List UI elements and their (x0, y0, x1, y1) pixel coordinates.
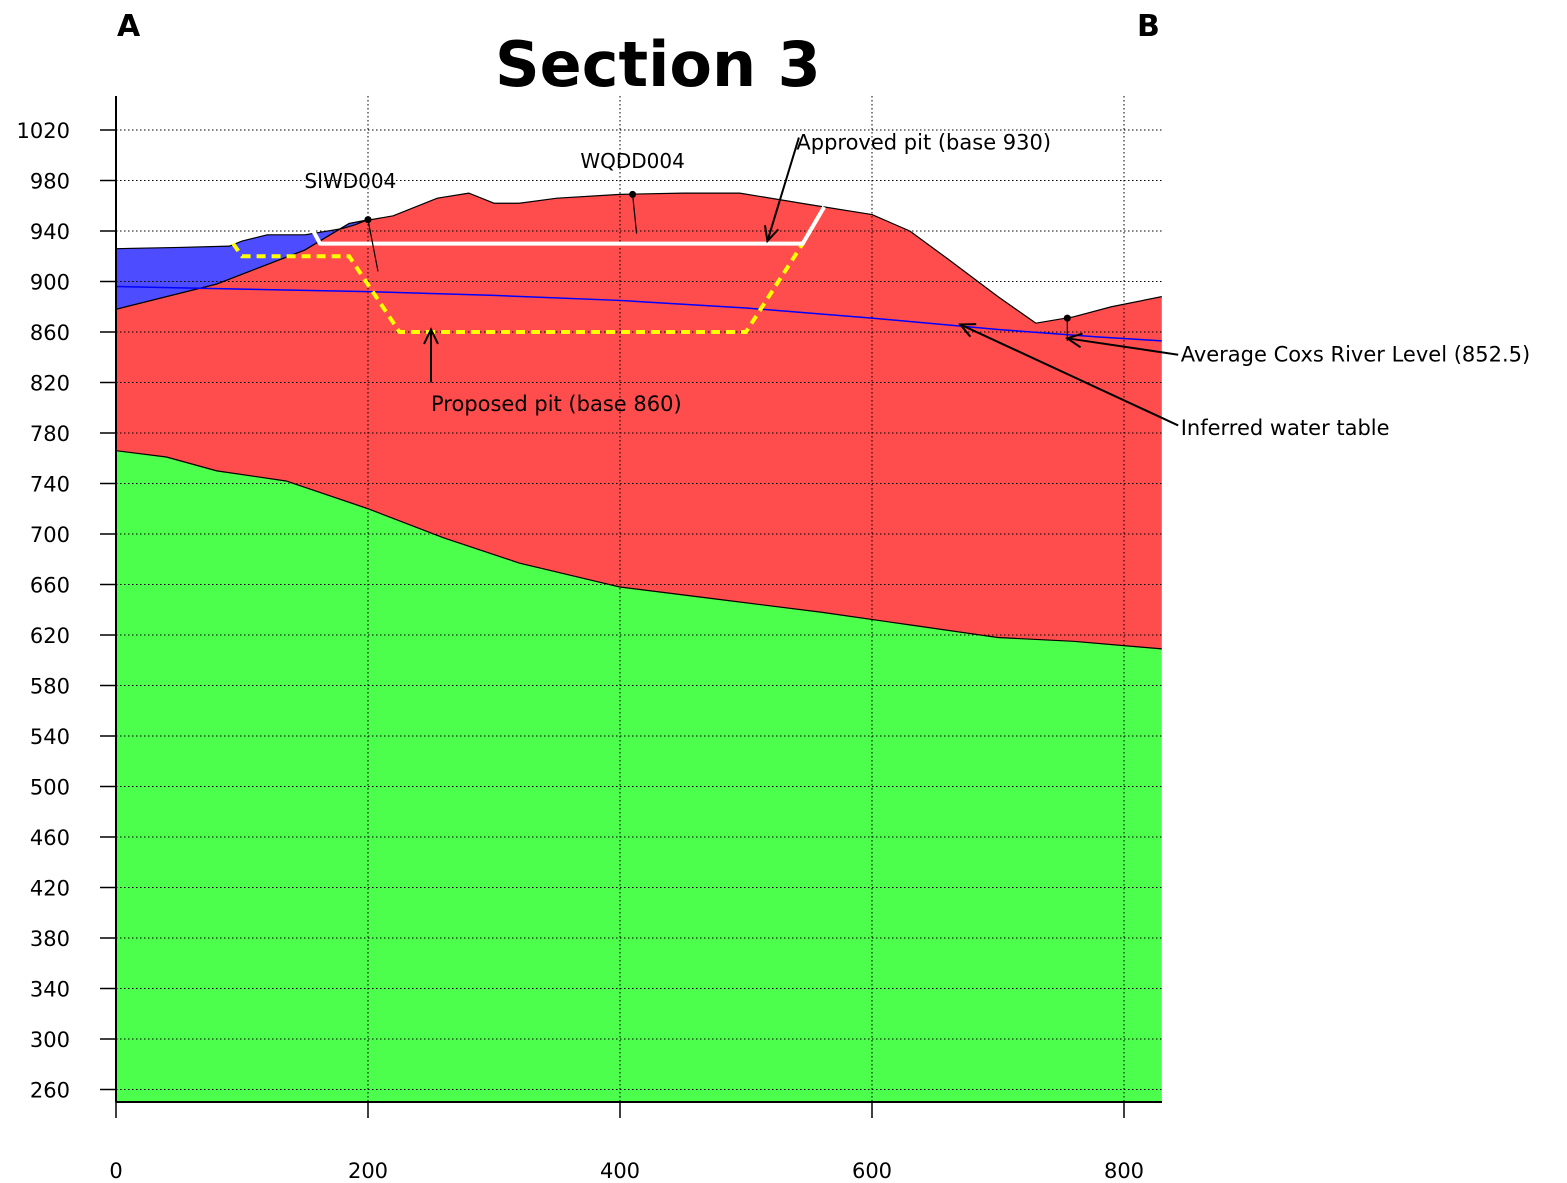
borehole-collar-2 (1063, 314, 1071, 322)
annotation-arrowhead-1 (423, 327, 439, 345)
x-tick-label-600: 600 (852, 1159, 892, 1183)
y-tick-label-340: 340 (30, 978, 70, 1002)
section-end-label-a: A (117, 9, 141, 44)
x-tick-label-0: 0 (109, 1159, 122, 1183)
basement-layer (116, 450, 1162, 1103)
borehole-collar-1 (629, 190, 637, 198)
upper-unit-boundary (115, 219, 369, 250)
borehole-trace-1 (632, 194, 638, 234)
borehole-label-1: WQDD004 (580, 149, 685, 173)
annotation-arrow-0 (766, 137, 800, 242)
y-tick-label-780: 780 (30, 422, 70, 446)
axes: 260 300 340 380 420 460 500 540 580 620 660 700 740 7… (17, 96, 1162, 1183)
y-tick-label-540: 540 (30, 725, 70, 749)
annotation-label-1: Proposed pit (base 860) (431, 392, 682, 416)
y-tick-label-700: 700 (30, 523, 70, 547)
upper-unit-layer (116, 219, 368, 310)
annotation-label-2: Average Coxs River Level (852.5) (1181, 343, 1531, 367)
upper-unit-base-boundary (115, 219, 369, 310)
x-tick-label-800: 800 (1104, 1159, 1144, 1183)
annotation-label-0: Approved pit (base 930) (796, 131, 1051, 155)
y-tick-label-500: 500 (30, 776, 70, 800)
approved-pit-outline (310, 206, 826, 246)
middle-unit-layer (116, 193, 1162, 649)
annotation-arrow-2 (1067, 337, 1179, 356)
borehole-label-0: SIWD004 (304, 169, 396, 193)
water-table-line (115, 285, 1162, 342)
borehole-trace-0 (367, 219, 379, 272)
borehole-collar-0 (364, 216, 372, 224)
annotation-arrow-3 (959, 323, 1179, 427)
y-tick-label-820: 820 (30, 372, 70, 396)
annotation-label-3: Inferred water table (1181, 416, 1390, 440)
y-tick-label-620: 620 (30, 624, 70, 648)
annotation-arrowhead-0 (763, 225, 780, 244)
annotations: Approved pit (base 930) Proposed pit (bas… (423, 131, 1531, 440)
x-tick-label-200: 200 (348, 1159, 388, 1183)
x-tick-label-400: 400 (600, 1159, 640, 1183)
y-tick-label-900: 900 (30, 271, 70, 295)
chart-title: Section 3 (495, 28, 821, 101)
y-tick-label-380: 380 (30, 927, 70, 951)
y-tick-label-420: 420 (30, 877, 70, 901)
y-tick-label-460: 460 (30, 826, 70, 850)
annotation-arrowhead-3 (958, 323, 977, 338)
y-tick-label-260: 260 (30, 1079, 70, 1103)
annotation-arrowhead-2 (1065, 332, 1083, 349)
y-tick-label-1020: 1020 (17, 119, 70, 143)
y-tick-label-580: 580 (30, 675, 70, 699)
y-tick-label-300: 300 (30, 1028, 70, 1052)
y-tick-label-980: 980 (30, 170, 70, 194)
y-tick-label-660: 660 (30, 574, 70, 598)
basement-boundary (115, 450, 1162, 650)
overlays: SIWD004 WQDD004 (115, 149, 1162, 342)
section-end-label-b: B (1137, 9, 1160, 44)
y-tick-label-940: 940 (30, 220, 70, 244)
y-tick-label-740: 740 (30, 473, 70, 497)
y-tick-label-860: 860 (30, 321, 70, 345)
